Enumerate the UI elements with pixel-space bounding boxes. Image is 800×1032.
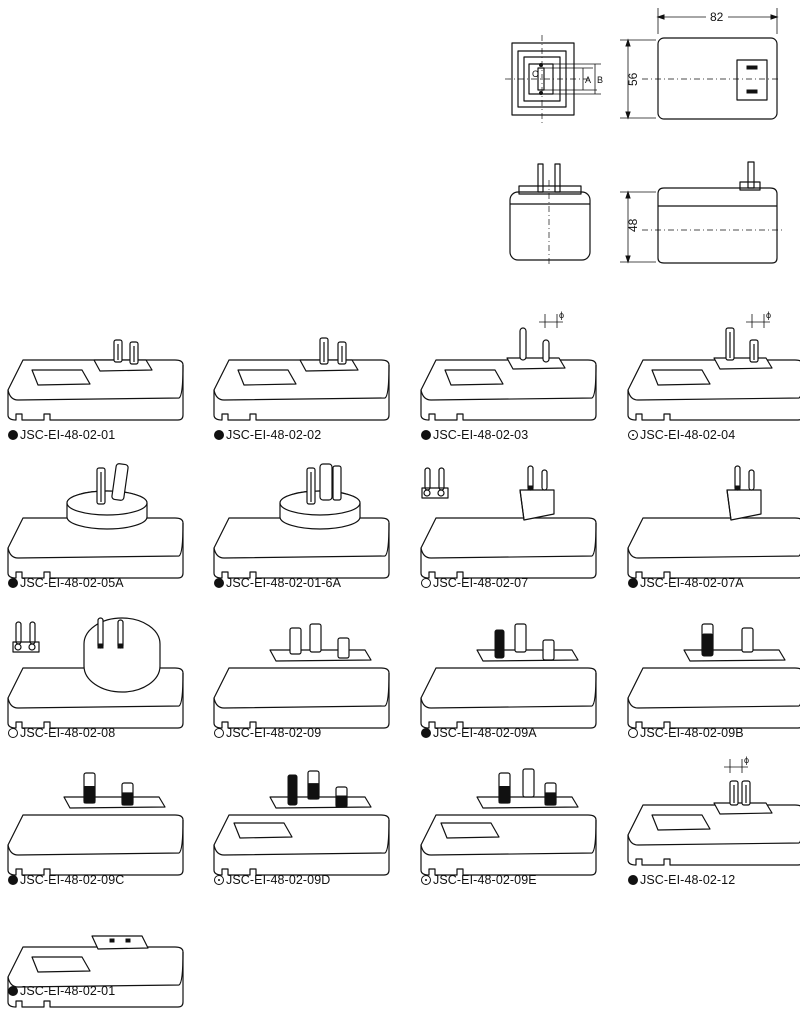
adapter-illustration [420, 465, 597, 579]
adapter-illustration [7, 935, 184, 1008]
front-view-drawing: A B C [505, 35, 603, 123]
marker-filled-icon [8, 986, 18, 996]
marker-filled-icon [8, 875, 18, 885]
marker-filled-icon [8, 578, 18, 588]
model-label: JSC-EI-48-02-09C [8, 873, 124, 887]
marker-filled-icon [421, 728, 431, 738]
adapter-illustration [213, 337, 390, 421]
marker-open-icon [214, 728, 224, 738]
model-code: JSC-EI-48-02-07 [433, 576, 529, 590]
model-code: JSC-EI-48-02-09C [20, 873, 125, 887]
front-prong-view-drawing [509, 163, 591, 264]
dim-width-label: 82 [710, 10, 724, 24]
model-code: JSC-EI-48-02-09A [433, 726, 537, 740]
phi-label: ϕ [744, 755, 749, 765]
model-code: JSC-EI-48-02-03 [433, 428, 529, 442]
model-label: JSC-EI-48-02-07A [628, 576, 744, 590]
adapter-illustration [7, 772, 184, 876]
model-code: JSC-EI-48-02-01-6A [226, 576, 342, 590]
dim-height-label: 56 [626, 72, 640, 86]
adapter-model-card: JSC-EI-48-02-01 [2, 892, 192, 1032]
adapter-illustration [420, 768, 597, 876]
dim-label-c: C [532, 69, 539, 79]
model-label: JSC-EI-48-02-01 [8, 984, 115, 998]
adapter-illustration: ϕ [627, 755, 800, 866]
adapter-illustration [627, 465, 800, 579]
adapter-model-card: JSC-EI-48-02-07A [622, 448, 800, 590]
model-code: JSC-EI-48-02-08 [20, 726, 116, 740]
marker-filled-icon [628, 875, 638, 885]
model-code: JSC-EI-48-02-09E [433, 873, 537, 887]
model-label: JSC-EI-48-02-01-6A [214, 576, 341, 590]
phi-label: ϕ [766, 310, 771, 320]
model-code: JSC-EI-48-02-05A [20, 576, 124, 590]
model-label: JSC-EI-48-02-02 [214, 428, 321, 442]
dim-depth-label: 48 [626, 218, 640, 232]
adapter-model-card: JSC-EI-48-02-09B [622, 598, 800, 740]
adapter-illustration [7, 617, 184, 729]
adapter-model-card: JSC-EI-48-02-09D [208, 745, 398, 887]
phi-label: ϕ [559, 310, 564, 320]
adapter-illustration [420, 623, 597, 729]
adapter-illustration: ϕ [420, 310, 597, 421]
adapter-model-card: JSC-EI-48-02-02 [208, 300, 398, 442]
model-label: JSC-EI-48-02-01 [8, 428, 115, 442]
model-label: JSC-EI-48-02-12 [628, 873, 735, 887]
model-label: JSC-EI-48-02-09E [421, 873, 537, 887]
adapter-model-card: JSC-EI-48-02-01 [2, 300, 192, 442]
adapter-illustration [627, 623, 800, 729]
adapter-model-card: JSC-EI-48-02-05A [2, 448, 192, 590]
model-label: JSC-EI-48-02-09 [214, 726, 321, 740]
marker-dotted-icon [421, 875, 431, 885]
model-label: JSC-EI-48-02-09A [421, 726, 537, 740]
adapter-model-card: JSC-EI-48-02-09E [415, 745, 605, 887]
adapter-model-card: JSC-EI-48-02-07 [415, 448, 605, 590]
model-code: JSC-EI-48-02-09D [226, 873, 331, 887]
model-code: JSC-EI-48-02-12 [640, 873, 736, 887]
marker-dotted-icon [628, 430, 638, 440]
adapter-illustration [213, 770, 390, 876]
model-code: JSC-EI-48-02-01 [20, 428, 116, 442]
model-code: JSC-EI-48-02-01 [20, 984, 116, 998]
model-label: JSC-EI-48-02-09D [214, 873, 330, 887]
marker-open-icon [421, 578, 431, 588]
model-code: JSC-EI-48-02-09B [640, 726, 744, 740]
adapter-illustration [213, 623, 390, 729]
model-label: JSC-EI-48-02-04 [628, 428, 735, 442]
model-label: JSC-EI-48-02-08 [8, 726, 115, 740]
adapter-illustration [7, 339, 184, 421]
adapter-illustration [7, 463, 184, 579]
model-code: JSC-EI-48-02-04 [640, 428, 736, 442]
marker-open-icon [8, 728, 18, 738]
side-profile-drawing: 48 [620, 161, 782, 264]
model-label: JSC-EI-48-02-03 [421, 428, 528, 442]
model-label: JSC-EI-48-02-05A [8, 576, 124, 590]
dim-label-b: B [597, 75, 603, 85]
dim-label-a: A [585, 75, 591, 85]
marker-open-icon [628, 728, 638, 738]
marker-filled-icon [8, 430, 18, 440]
adapter-model-card: JSC-EI-48-02-09A [415, 598, 605, 740]
adapter-model-card: JSC-EI-48-02-01-6A [208, 448, 398, 590]
model-label: JSC-EI-48-02-07 [421, 576, 528, 590]
marker-filled-icon [421, 430, 431, 440]
model-code: JSC-EI-48-02-09 [226, 726, 322, 740]
adapter-model-card: JSC-EI-48-02-09C [2, 745, 192, 887]
adapter-illustration: ϕ [627, 310, 800, 421]
model-code: JSC-EI-48-02-07A [640, 576, 744, 590]
marker-filled-icon [628, 578, 638, 588]
adapter-model-card: JSC-EI-48-02-09 [208, 598, 398, 740]
marker-filled-icon [214, 430, 224, 440]
adapter-illustration [213, 463, 390, 579]
model-code: JSC-EI-48-02-02 [226, 428, 322, 442]
adapter-model-card: JSC-EI-48-02-08 [2, 598, 192, 740]
marker-filled-icon [214, 578, 224, 588]
marker-dotted-icon [214, 875, 224, 885]
side-view-drawing: 82 56 [620, 8, 780, 120]
model-label: JSC-EI-48-02-09B [628, 726, 744, 740]
